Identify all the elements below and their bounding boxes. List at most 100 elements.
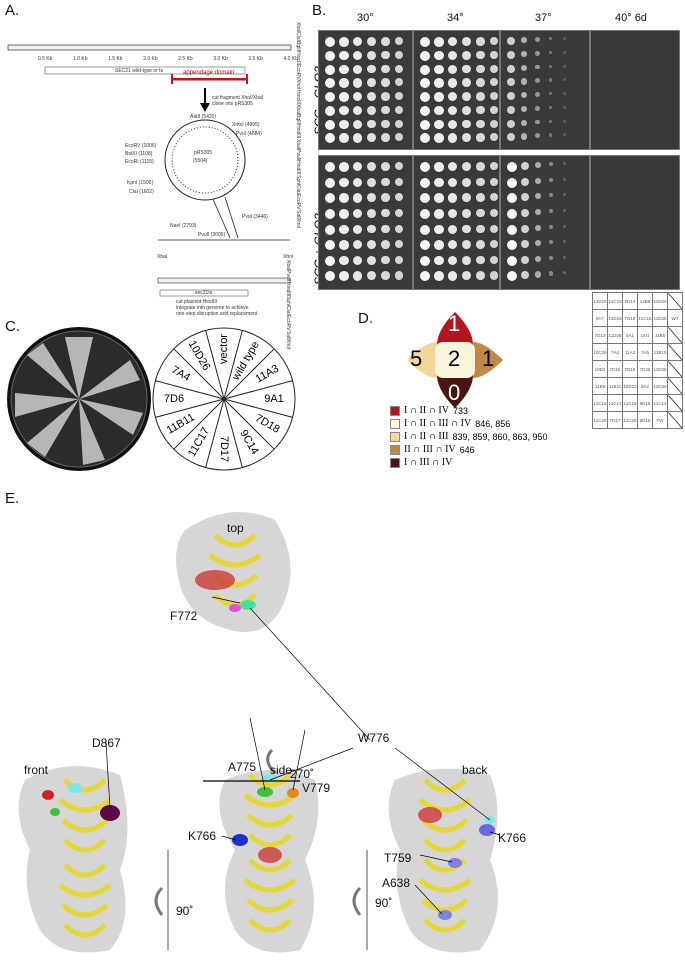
yeast-spot: [420, 64, 430, 75]
rotate-90-right-arrow: [352, 886, 362, 916]
yeast-spot: [353, 50, 363, 61]
clone-note-2: clone into pRS305: [212, 101, 253, 107]
yeast-spot: [434, 78, 444, 88]
site: XhoI: [295, 79, 301, 90]
yeast-spot: [521, 271, 530, 280]
grid-cell: 11B8: [652, 326, 668, 344]
plasmid-size: (5504): [193, 158, 208, 164]
tick: 3.5 Kb: [248, 56, 263, 62]
site: SalI: [295, 209, 301, 219]
yeast-spot: [535, 224, 542, 231]
yeast-spot: [563, 177, 566, 181]
yeast-spot: [367, 162, 376, 171]
yeast-spot: [462, 119, 471, 129]
yeast-spot: [521, 92, 528, 99]
yeast-spot: [367, 78, 376, 88]
yeast-spot: [339, 133, 349, 143]
yeast-spot: [490, 78, 499, 87]
yeast-spot: [434, 193, 444, 203]
legend-sets: I ∩ II ∩ IV: [404, 405, 449, 416]
yeast-spot: [353, 78, 363, 88]
yeast-spot: [476, 105, 485, 115]
sector-divider: [223, 380, 293, 400]
yeast-spot: [462, 271, 471, 281]
yeast-spot: [563, 119, 566, 123]
venn-center: [435, 342, 475, 378]
yeast-spot: [507, 50, 515, 59]
yeast-spot: [535, 105, 540, 111]
legend-values: 846, 856: [475, 418, 511, 429]
insert-end: XbaI: [157, 254, 168, 260]
tick: 1.5 Kb: [108, 56, 123, 62]
yeast-spot: [448, 119, 458, 129]
yeast-spot: [507, 92, 515, 100]
yeast-spot: [325, 193, 335, 204]
yeast-spot: [325, 208, 335, 219]
panel-b-label: B.: [312, 2, 327, 19]
yeast-spot: [521, 105, 528, 113]
yeast-spot: [549, 193, 554, 198]
yeast-spot: [490, 255, 499, 264]
sector-divider: [223, 398, 243, 468]
legend-sets: I ∩ II ∩ III: [404, 431, 449, 442]
yeast-spot: [434, 162, 444, 172]
yeast-spot: [448, 240, 458, 250]
yeast-spot: [490, 64, 499, 73]
yeast-spot: [462, 240, 471, 250]
sector-label: vector: [218, 334, 230, 364]
yeast-spot: [434, 240, 444, 250]
site: XbaI: [295, 22, 301, 33]
yeast-spot: [434, 271, 444, 281]
yeast-spot: [563, 255, 566, 259]
rotate-270-arrow: [266, 748, 277, 775]
yeast-spot: [462, 92, 471, 101]
yeast-spot: [490, 37, 499, 46]
temp-37: 37°: [535, 12, 552, 24]
legend-sets: II ∩ III ∩ IV: [404, 444, 456, 455]
venn-bottom-count: 0: [448, 380, 461, 405]
grid-cell: 7A4: [607, 343, 623, 361]
grid-cell: [667, 326, 683, 344]
yeast-spot: [448, 37, 458, 47]
panel-d-label: D.: [358, 310, 373, 327]
spot-plate: [413, 155, 500, 290]
yeast-spot: [521, 50, 528, 58]
yeast-spot: [476, 50, 485, 60]
yeast-spot: [381, 177, 390, 187]
plasmid-name: pRS305: [194, 150, 213, 156]
grid-cell: [667, 394, 683, 412]
yeast-spot: [521, 240, 530, 249]
yeast-spot: [353, 37, 363, 47]
yeast-spot: [325, 64, 335, 75]
view-side-label: side: [270, 763, 293, 777]
plasmid-site: EcoRV (1006): [125, 143, 157, 149]
yeast-spot: [339, 64, 349, 75]
yeast-spot: [462, 177, 471, 187]
grid-cell: 10D22: [622, 377, 638, 395]
grid-cell: 9D14: [622, 292, 638, 310]
yeast-spot: [476, 208, 485, 218]
yeast-spot: [535, 50, 540, 56]
view-front-label: front: [24, 763, 49, 777]
plasmid-site: EcoRI (1115): [125, 159, 154, 165]
yeast-spot: [420, 177, 430, 188]
yeast-spot: [325, 255, 335, 266]
panel-a-label: A.: [5, 2, 20, 19]
tick: 2.5 Kb: [178, 56, 193, 62]
site: HincIII: [295, 89, 301, 104]
yeast-spot: [325, 133, 335, 144]
sector-divider: [173, 348, 225, 400]
yeast-spot: [325, 92, 335, 102]
yeast-spot: [563, 50, 566, 54]
spot-plate: [500, 30, 590, 150]
legend-swatch: [390, 444, 400, 455]
yeast-spot: [353, 92, 363, 102]
grid-cell: WT: [667, 309, 683, 327]
sector-divider: [205, 330, 225, 400]
yeast-spot: [381, 50, 390, 60]
yeast-spot: [420, 208, 430, 219]
